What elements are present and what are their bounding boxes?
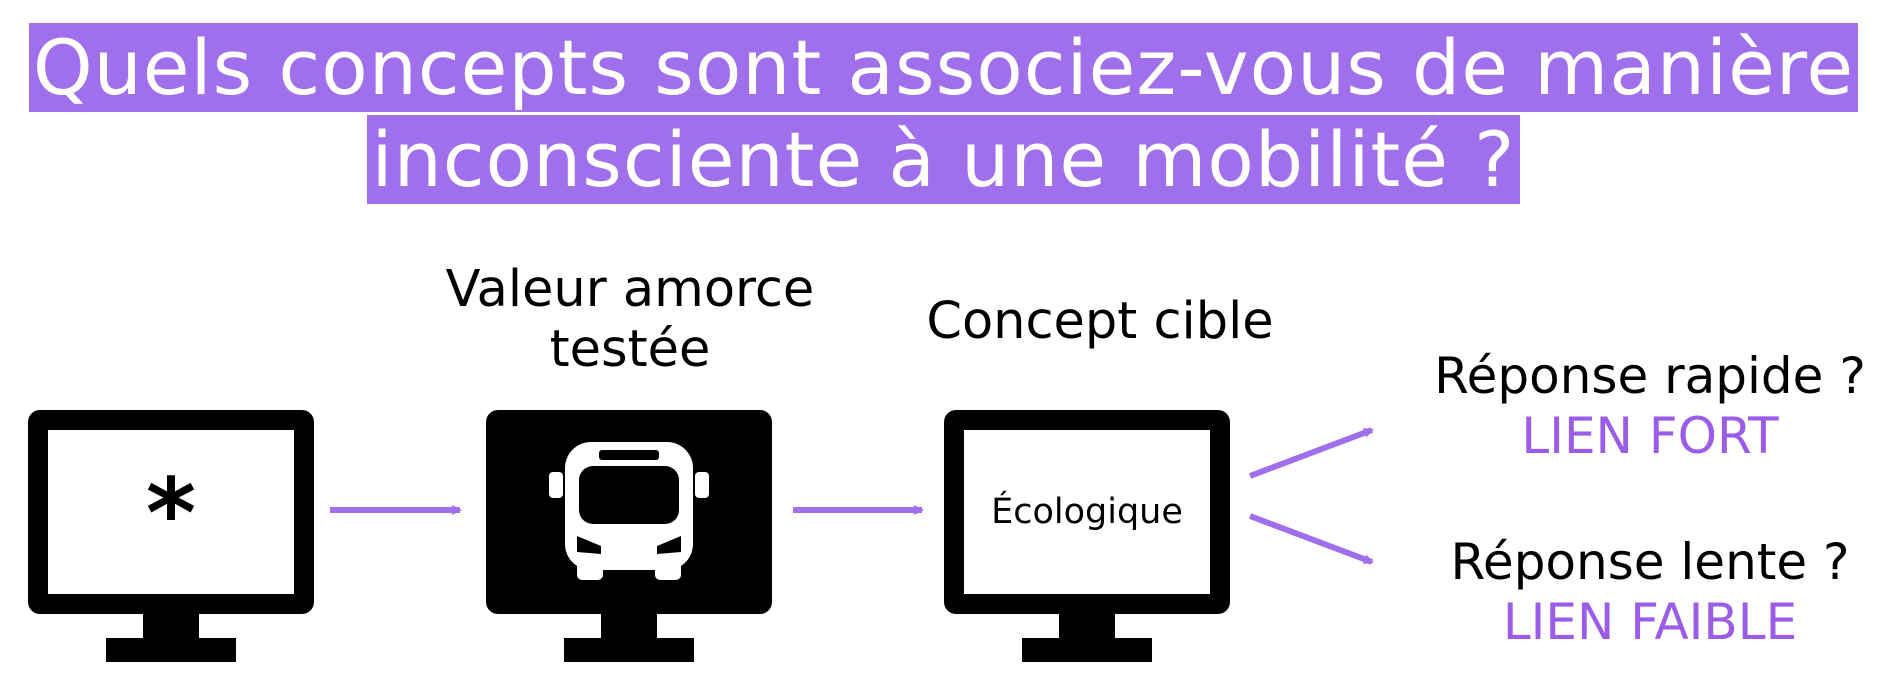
monitor-base [106,638,236,662]
prime-caption: Valeur amorce testée [430,260,830,380]
strong-link-label: LIEN FORT [1521,407,1779,465]
monitor-screen: Écologique [944,410,1230,614]
monitor-display: Écologique [964,430,1210,594]
monitor-neck [143,614,199,638]
monitor-display: * [48,430,294,594]
slow-response: Réponse lente ? LIEN FAIBLE [1410,532,1887,652]
title-text-2: inconsciente à une mobilité ? [367,115,1520,204]
title-line-2: inconsciente à une mobilité ? [0,114,1887,206]
fast-response: Réponse rapide ? LIEN FORT [1410,346,1887,466]
fixation-symbol: * [145,458,197,570]
monitor-neck [1059,614,1115,638]
title-text-1: Quels concepts sont associez-vous de man… [28,23,1859,112]
monitor-base [564,638,694,662]
fast-response-question: Réponse rapide ? [1434,347,1866,405]
title-line-1: Quels concepts sont associez-vous de man… [0,22,1887,114]
monitor-neck [601,614,657,638]
weak-link-label: LIEN FAIBLE [1502,593,1798,651]
monitor-screen [486,410,772,614]
arrow-down-right-icon [1248,513,1374,565]
target-word: Écologique [991,492,1183,532]
monitor-screen: * [28,410,314,614]
prime-caption-line1: Valeur amorce [445,260,815,319]
bus-icon [549,442,709,580]
arrow-up-right-icon [1248,427,1374,479]
target-caption: Concept cible [926,292,1274,351]
monitor-base [1022,638,1152,662]
slow-response-question: Réponse lente ? [1450,533,1850,591]
prime-caption-line2: testée [549,320,711,379]
